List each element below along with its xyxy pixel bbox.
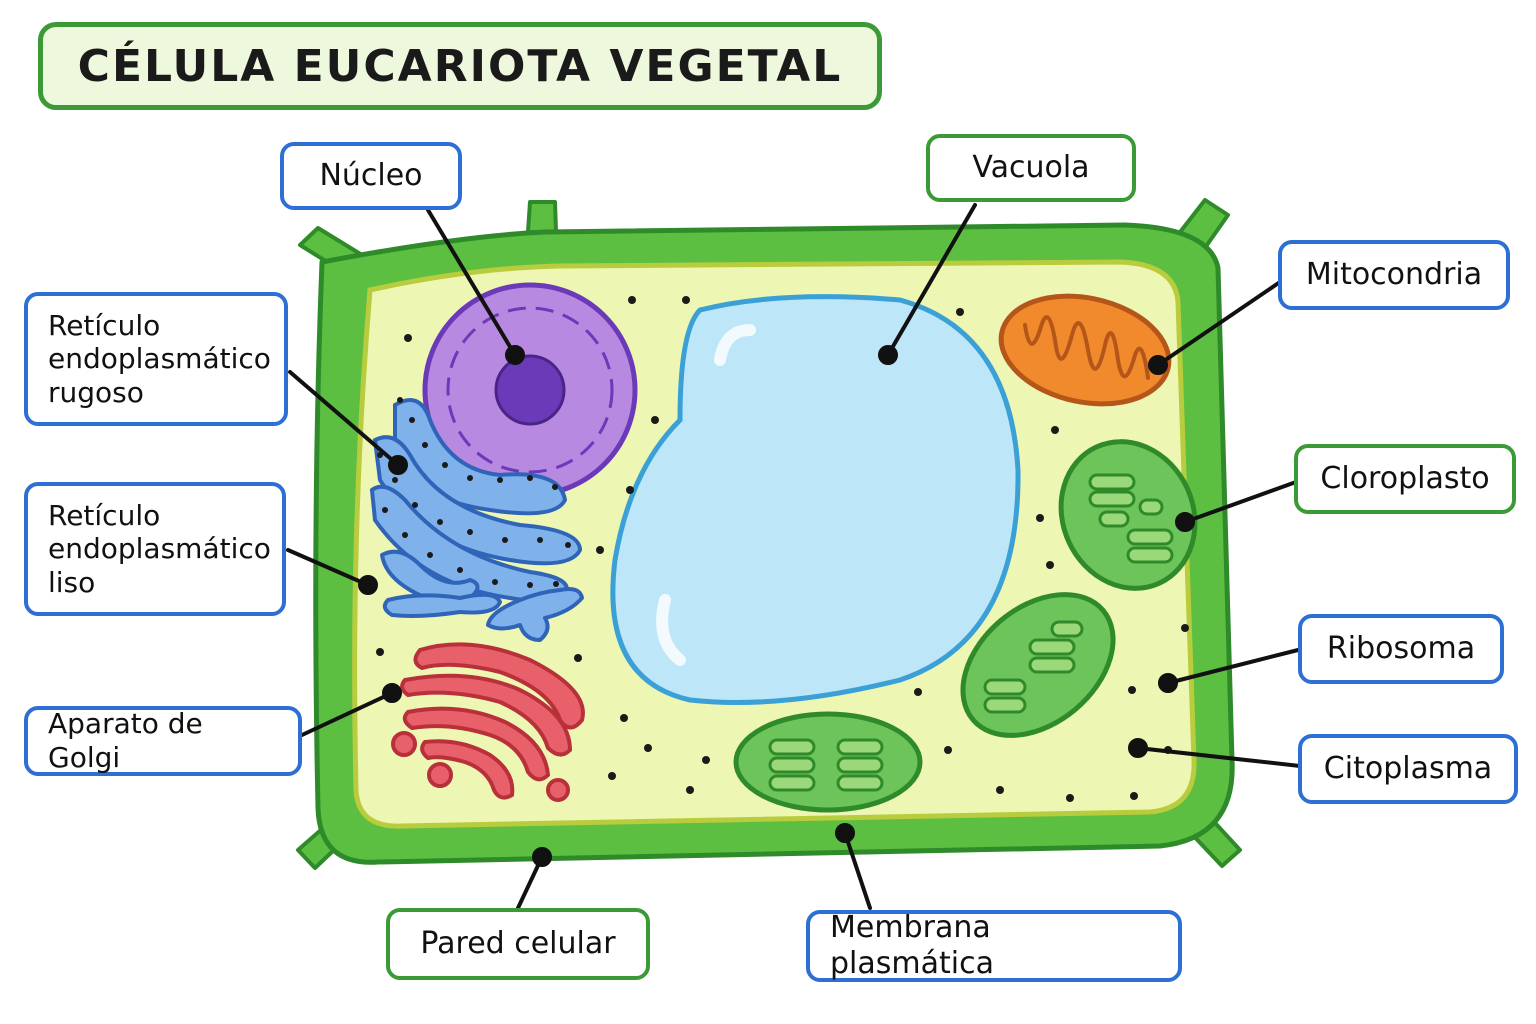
leader-lines (286, 203, 1302, 910)
label-membrana: Membrana plasmática (806, 910, 1182, 982)
label-ser: Retículo endoplasmático liso (24, 482, 286, 616)
label-vacuola: Vacuola (926, 134, 1136, 202)
label-pared: Pared celular (386, 908, 650, 980)
label-cloroplasto-text: Cloroplasto (1320, 461, 1490, 496)
label-mitocondria-text: Mitocondria (1305, 257, 1483, 292)
label-golgi: Aparato de Golgi (24, 706, 302, 776)
label-nucleo: Núcleo (280, 142, 462, 210)
label-pared-text: Pared celular (420, 926, 616, 961)
label-rer-text: Retículo endoplasmático rugoso (48, 308, 271, 409)
label-nucleo-text: Núcleo (319, 158, 423, 193)
nucleus (422, 282, 638, 498)
label-ribosoma: Ribosoma (1298, 614, 1504, 684)
label-ribosoma-text: Ribosoma (1326, 631, 1476, 666)
smooth-er (380, 549, 584, 642)
label-mitocondria: Mitocondria (1278, 240, 1510, 310)
chloroplast-3 (733, 711, 923, 813)
label-ser-text: Retículo endoplasmático liso (48, 498, 271, 599)
free-ribosomes (376, 296, 1189, 802)
title-box: CÉLULA EUCARIOTA VEGETAL (38, 22, 882, 110)
label-membrana-text: Membrana plasmática (830, 910, 994, 981)
label-citoplasma-text: Citoplasma (1323, 751, 1493, 786)
page-title: CÉLULA EUCARIOTA VEGETAL (77, 40, 843, 92)
label-golgi-text: Aparato de Golgi (48, 707, 203, 774)
label-cloroplasto: Cloroplasto (1294, 444, 1516, 514)
label-rer: Retículo endoplasmático rugoso (24, 292, 288, 426)
label-citoplasma: Citoplasma (1298, 734, 1518, 804)
nucleolus (494, 354, 566, 426)
golgi-apparatus (391, 642, 585, 802)
mitochondria (998, 293, 1172, 407)
chloroplast-2 (960, 592, 1116, 738)
label-vacuola-text: Vacuola (972, 150, 1090, 185)
ribosomes-on-rer (377, 397, 571, 588)
chloroplast-1 (1058, 439, 1198, 591)
